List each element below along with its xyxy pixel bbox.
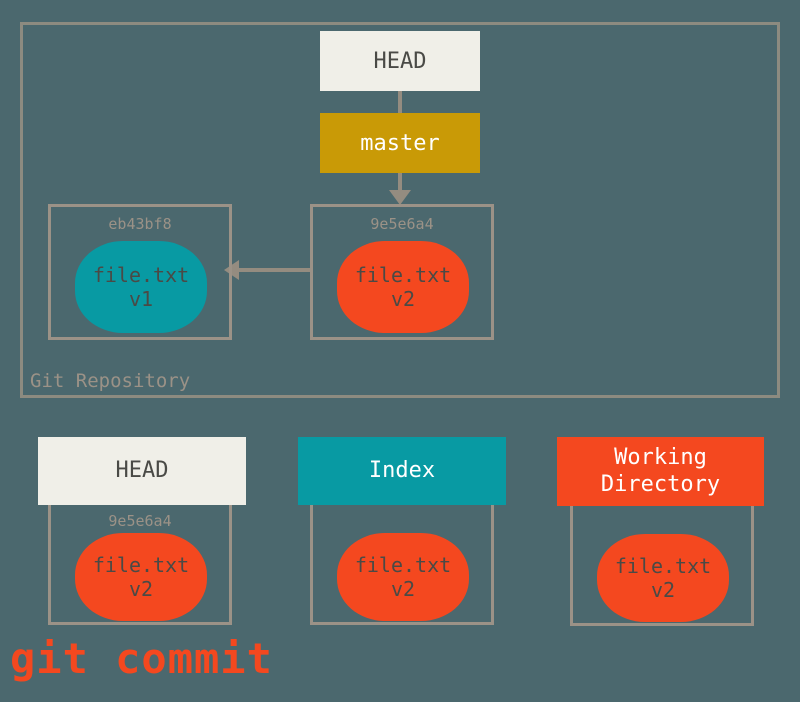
area-header-head: HEAD xyxy=(38,437,246,505)
area-body-index: file.txt v2 xyxy=(310,505,494,625)
area-body-head: 9e5e6a4 file.txt v2 xyxy=(48,505,232,625)
repo-head-ref-label: HEAD xyxy=(373,48,427,74)
command-caption: git commit xyxy=(10,634,273,683)
area-title-head: HEAD xyxy=(115,457,169,483)
area-title-working-directory-line2: Directory xyxy=(600,471,721,497)
blob-version: v2 xyxy=(390,577,416,601)
arrow-down-icon xyxy=(389,190,411,205)
connector-commit-parent xyxy=(238,268,312,272)
git-repository-label: Git Repository xyxy=(30,370,191,392)
area-sha-label: 9e5e6a4 xyxy=(108,512,172,530)
connector-master-to-commit xyxy=(398,173,402,192)
blob-version: v2 xyxy=(128,577,154,601)
area-title-working-directory-line1: Working xyxy=(614,444,707,470)
connector-head-to-master xyxy=(398,91,402,113)
commit-sha-label: 9e5e6a4 xyxy=(370,215,434,233)
blob-version: v1 xyxy=(128,287,154,311)
commit-blob-v2: file.txt v2 xyxy=(337,241,469,333)
area-header-index: Index xyxy=(298,437,506,505)
blob-version: v2 xyxy=(390,287,416,311)
repo-master-ref-label: master xyxy=(360,130,440,156)
repo-master-ref-box: master xyxy=(320,113,480,173)
blob-version: v2 xyxy=(650,578,676,602)
commit-sha-label: eb43bf8 xyxy=(108,215,172,233)
area-blob-head: file.txt v2 xyxy=(75,533,207,621)
blob-filename: file.txt xyxy=(92,262,190,287)
blob-filename: file.txt xyxy=(92,552,190,577)
git-repository-frame xyxy=(20,22,780,398)
area-body-working-directory: file.txt v2 xyxy=(570,506,754,626)
area-blob-working-directory: file.txt v2 xyxy=(597,534,729,622)
blob-filename: file.txt xyxy=(614,553,712,578)
area-title-index: Index xyxy=(368,457,436,483)
commit-box-eb43bf8: eb43bf8 file.txt v1 xyxy=(48,204,232,340)
commit-box-9e5e6a4: 9e5e6a4 file.txt v2 xyxy=(310,204,494,340)
commit-blob-v1: file.txt v1 xyxy=(75,241,207,333)
blob-filename: file.txt xyxy=(354,552,452,577)
repo-head-ref-box: HEAD xyxy=(320,31,480,91)
area-header-working-directory: Working Directory xyxy=(557,437,764,506)
blob-filename: file.txt xyxy=(354,262,452,287)
area-blob-index: file.txt v2 xyxy=(337,533,469,621)
